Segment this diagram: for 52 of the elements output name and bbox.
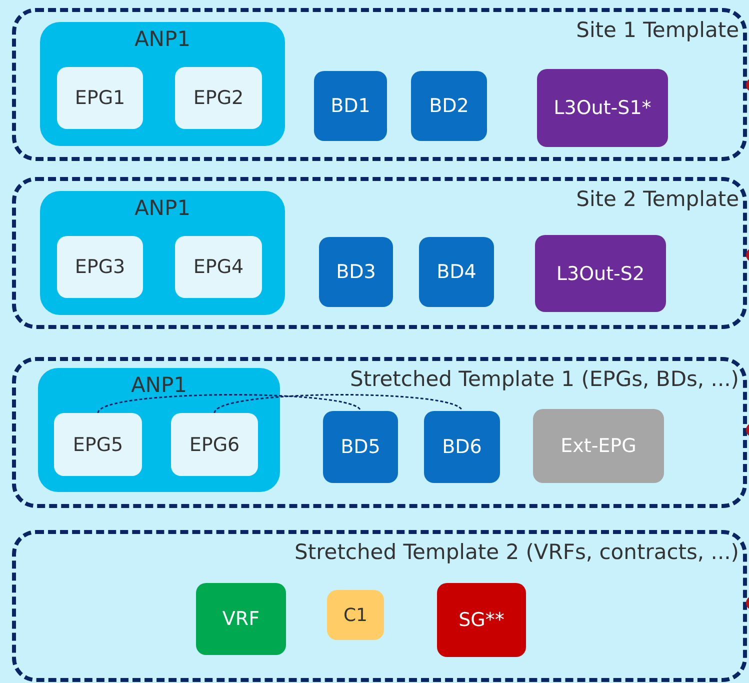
profile-title: ANP1 (133, 27, 192, 51)
template-frame (12, 357, 747, 508)
box-label: L3Out-S1* (554, 97, 652, 119)
service-graph-box (437, 583, 526, 657)
bridge-domain-box (314, 71, 387, 141)
l3out-box (537, 69, 668, 147)
box-label: VRF (222, 608, 260, 630)
epg-box (57, 236, 143, 298)
template-title: Site 2 Template (576, 187, 739, 211)
template-title: Stretched Template 1 (EPGs, BDs, ...) (350, 367, 739, 391)
l3out-box (535, 235, 666, 312)
box-label: BD5 (340, 436, 380, 458)
template-title: Site 1 Template (576, 18, 739, 42)
bridge-domain-box (419, 237, 494, 307)
epg-box (54, 413, 142, 476)
template-frame (12, 177, 747, 329)
box-label: L3Out-S2 (556, 262, 645, 284)
application-profile-box (40, 22, 285, 146)
box-label: BD2 (429, 95, 469, 117)
application-profile-box (38, 368, 280, 492)
box-label: SG** (458, 609, 504, 631)
box-label: BD4 (436, 261, 476, 283)
template-frame (12, 8, 747, 161)
box-label: EPG2 (193, 87, 244, 109)
vrf-box (196, 583, 286, 655)
epg-box (171, 413, 258, 476)
box-label: BD1 (330, 95, 370, 117)
bridge-domain-box (323, 411, 398, 483)
profile-title: ANP1 (130, 373, 188, 397)
dotted-connector (97, 394, 362, 414)
dotted-connector (214, 394, 463, 414)
external-epg-box (533, 409, 664, 483)
template-title: Stretched Template 2 (VRFs, contracts, ...) (294, 540, 739, 564)
box-label: EPG4 (193, 256, 244, 278)
bridge-domain-box (411, 71, 487, 141)
box-label: EPG3 (74, 256, 126, 278)
epg-box (175, 67, 262, 129)
application-profile-box (40, 191, 285, 315)
box-label: EPG1 (74, 87, 126, 109)
contract-box (327, 590, 384, 640)
box-label: EPG6 (189, 434, 240, 456)
box-label: Ext-EPG (560, 435, 636, 457)
bridge-domain-box (319, 237, 393, 307)
box-label: C1 (343, 604, 368, 626)
profile-title: ANP1 (133, 196, 192, 220)
epg-box (57, 67, 143, 129)
template-frame (12, 530, 747, 682)
box-label: EPG5 (72, 434, 124, 456)
box-label: BD3 (336, 261, 376, 283)
epg-box (175, 236, 262, 298)
box-label: BD6 (442, 436, 482, 458)
bridge-domain-box (424, 411, 500, 483)
